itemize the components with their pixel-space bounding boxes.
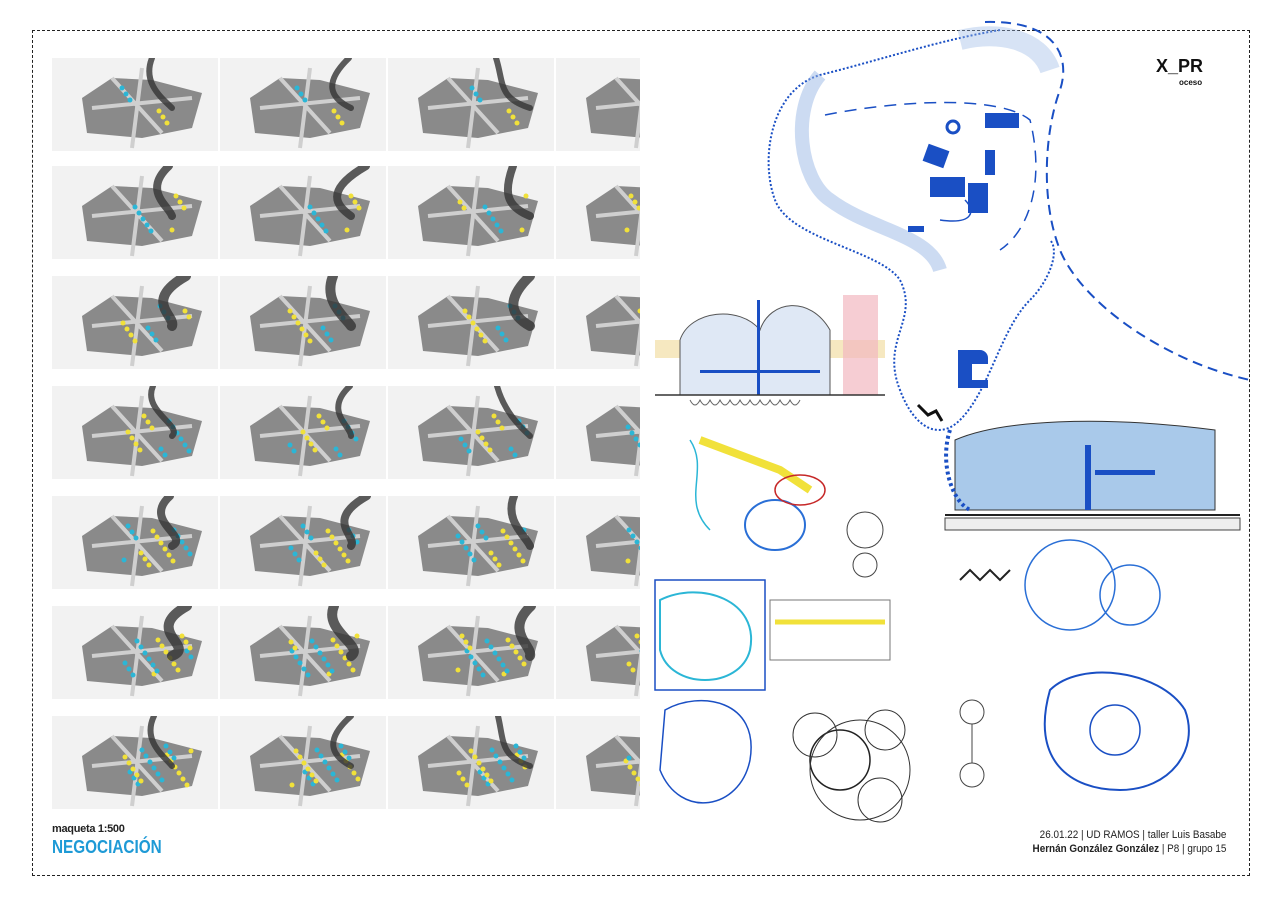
model-photo-image xyxy=(556,58,640,151)
model-photo-image xyxy=(388,716,554,809)
model-photo xyxy=(388,276,554,369)
credits-group: | P8 | grupo 15 xyxy=(1158,843,1226,855)
model-photo xyxy=(388,606,554,699)
logo-main: X_PR xyxy=(1156,56,1204,76)
model-photo-image xyxy=(388,606,554,699)
model-photo-image xyxy=(52,58,218,151)
model-photo xyxy=(52,58,218,151)
model-photo xyxy=(52,276,218,369)
model-photo-image xyxy=(52,166,218,259)
model-photo xyxy=(388,386,554,479)
model-photo-image xyxy=(220,716,386,809)
model-photo-image xyxy=(220,276,386,369)
model-photo xyxy=(388,58,554,151)
model-photo-image xyxy=(388,276,554,369)
model-photo-image xyxy=(388,166,554,259)
model-photo xyxy=(556,606,640,699)
model-photo xyxy=(52,496,218,589)
model-photo-image xyxy=(52,716,218,809)
model-photo xyxy=(52,166,218,259)
model-photo-image xyxy=(556,716,640,809)
logo: X_PR oceso xyxy=(1156,56,1216,96)
author-name: Hernán González González xyxy=(1032,843,1159,855)
model-photo xyxy=(220,58,386,151)
model-photo-image xyxy=(220,606,386,699)
model-photo-image xyxy=(388,386,554,479)
model-photo xyxy=(52,386,218,479)
caption: maqueta 1:500 NEGOCIACIÓN xyxy=(52,822,181,858)
model-photo-image xyxy=(556,166,640,259)
model-photo xyxy=(52,716,218,809)
hand-sketches xyxy=(654,436,1190,823)
model-photo xyxy=(52,606,218,699)
model-photo-image xyxy=(52,276,218,369)
model-photo xyxy=(220,386,386,479)
model-photo xyxy=(388,166,554,259)
model-photo xyxy=(556,386,640,479)
model-photo-image xyxy=(220,166,386,259)
model-photo xyxy=(556,716,640,809)
model-photo-image xyxy=(220,496,386,589)
credits-line-2: Hernán González González | P8 | grupo 15 xyxy=(1032,842,1226,856)
model-photo xyxy=(220,496,386,589)
model-photo-image xyxy=(556,496,640,589)
model-photo-image xyxy=(556,276,640,369)
model-photo-image xyxy=(52,386,218,479)
model-photo xyxy=(388,496,554,589)
model-photo xyxy=(556,166,640,259)
model-photo-image xyxy=(556,606,640,699)
model-photo-image xyxy=(556,386,640,479)
scale-label: maqueta 1:500 xyxy=(52,823,125,835)
model-photo-image xyxy=(388,58,554,151)
board-frame xyxy=(32,30,1250,876)
site-plan-drawing xyxy=(767,20,1251,431)
sketches-panel xyxy=(654,20,1251,823)
model-photo xyxy=(220,166,386,259)
model-photo xyxy=(556,276,640,369)
model-photo xyxy=(220,606,386,699)
model-photo-image xyxy=(52,496,218,589)
board-title: NEGOCIACIÓN xyxy=(52,837,162,857)
section-drawing xyxy=(655,295,885,406)
credits-line-1: 26.01.22 | UD RAMOS | taller Luis Basabe xyxy=(1039,829,1226,841)
model-photo-image xyxy=(220,58,386,151)
model-photo xyxy=(556,58,640,151)
model-photo xyxy=(388,716,554,809)
logo-sub: oceso xyxy=(1179,78,1203,87)
model-photo-image xyxy=(220,386,386,479)
model-photo-image xyxy=(52,606,218,699)
model-photo-image xyxy=(388,496,554,589)
model-photo-sequence xyxy=(52,58,640,810)
interior-section-drawing xyxy=(944,420,1241,531)
model-photo xyxy=(220,276,386,369)
credits: 26.01.22 | UD RAMOS | taller Luis Basabe… xyxy=(1032,828,1226,856)
model-photo xyxy=(220,716,386,809)
model-photo xyxy=(556,496,640,589)
